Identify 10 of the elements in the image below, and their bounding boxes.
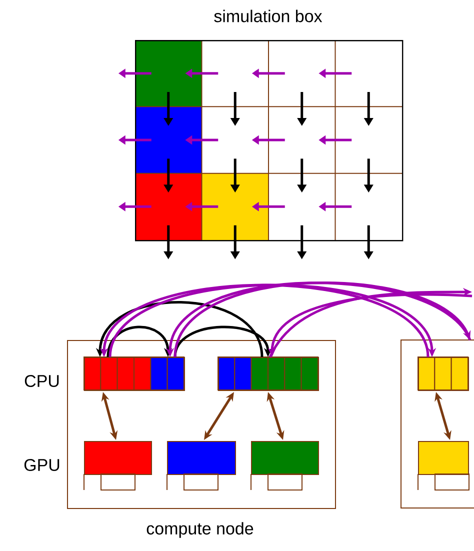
row-label: CPU [24,374,59,388]
buffer-bar [218,356,319,391]
buffer-bar [84,356,185,391]
node-frame [400,340,474,508]
row-label: GPU [24,458,60,472]
heading: compute node [146,522,254,538]
heading: simulation box [214,10,322,22]
arrow [174,326,272,358]
arrow [106,326,172,358]
buffer-bar [418,356,469,391]
